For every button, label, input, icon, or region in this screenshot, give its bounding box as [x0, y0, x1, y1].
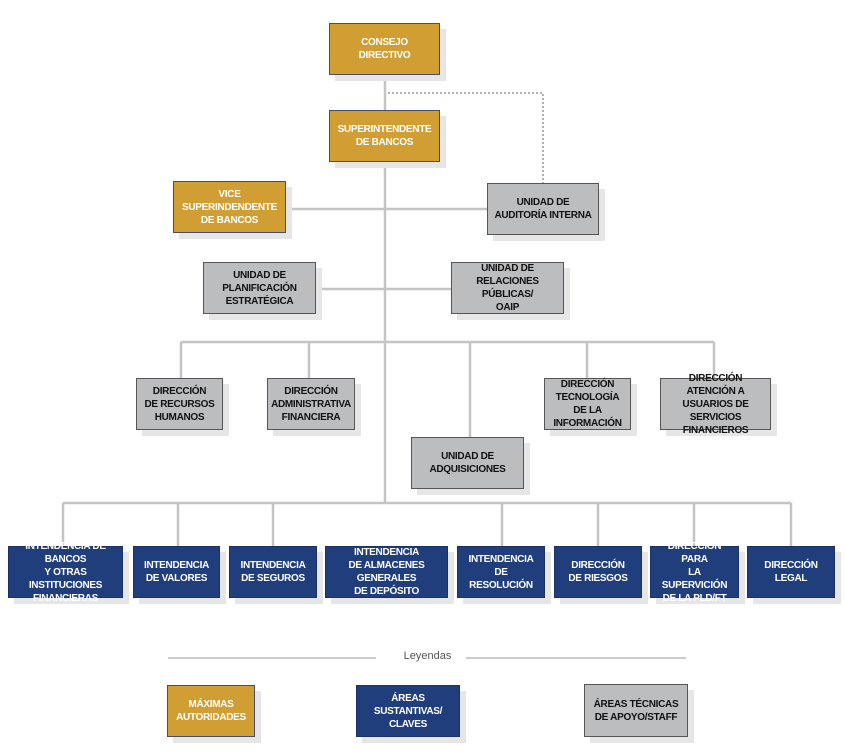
node-intendencia-almacenes: INTENDENCIA DE ALMACENES GENERALES DE DE…	[325, 546, 448, 598]
legend-areas-tecnicas: ÁREAS TÉCNICAS DE APOYO/STAFF	[584, 684, 688, 737]
legend-areas-sustantivas: ÁREAS SUSTANTIVAS/ CLAVES	[356, 685, 460, 737]
node-planificacion: UNIDAD DE PLANIFICACIÓN ESTRATÉGICA	[203, 262, 316, 314]
node-vice-superintendente: VICE SUPERINDENDENTE DE BANCOS	[173, 181, 286, 233]
node-intendencia-seguros: INTENDENCIA DE SEGUROS	[229, 546, 317, 598]
node-tecnologia-informacion: DIRECCIÓN TECNOLOGÍA DE LA INFORMACIÓN	[544, 378, 631, 430]
node-atencion-usuarios: DIRECCIÓN ATENCIÓN A USUARIOS DE SERVICI…	[660, 373, 771, 436]
node-consejo-directivo: CONSEJO DIRECTIVO	[329, 23, 440, 75]
node-direccion-riesgos: DIRECCIÓN DE RIESGOS	[554, 546, 642, 598]
node-intendencia-bancos: INTENDENCIA DE BANCOS Y OTRAS INSTITUCIO…	[8, 541, 123, 604]
legend-maximas-autoridades: MÁXIMAS AUTORIDADES	[167, 685, 255, 737]
node-auditoria-interna: UNIDAD DE AUDITORÍA INTERNA	[487, 183, 599, 235]
node-direccion-legal: DIRECCIÓN LEGAL	[747, 546, 835, 598]
node-superintendente: SUPERINTENDENTE DE BANCOS	[329, 110, 440, 162]
node-administrativa-financiera: DIRECCIÓN ADMINISTRATIVA FINANCIERA	[267, 378, 355, 430]
node-intendencia-resolucion: INTENDENCIA DE RESOLUCIÓN	[457, 546, 545, 598]
legend-title: Leyendas	[403, 650, 452, 662]
node-adquisiciones: UNIDAD DE ADQUISICIONES	[411, 437, 524, 489]
node-intendencia-valores: INTENDENCIA DE VALORES	[133, 546, 220, 598]
node-relaciones-publicas: UNIDAD DE RELACIONES PÚBLICAS/ OAIP	[451, 262, 564, 314]
node-direccion-pld: DIRECCIÓN PARA LA SUPERVICIÓN DE LA PLD/…	[650, 541, 739, 604]
node-recursos-humanos: DIRECCIÓN DE RECURSOS HUMANOS	[136, 378, 223, 430]
